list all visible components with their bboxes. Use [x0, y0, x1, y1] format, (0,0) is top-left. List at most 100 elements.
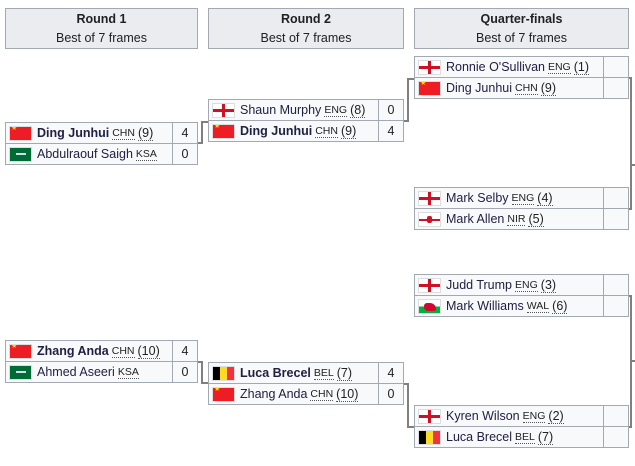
country-code[interactable]: CHN — [112, 126, 135, 140]
player-name-link[interactable]: Luca Brecel — [240, 366, 311, 380]
seed[interactable]: (2) — [548, 408, 564, 424]
eng-flag-icon — [418, 277, 441, 293]
country-code[interactable]: ENG — [324, 103, 348, 117]
bracket-connector — [630, 360, 635, 362]
country-code[interactable]: CHN — [111, 344, 135, 358]
seed[interactable]: (6) — [552, 298, 568, 314]
player-name-link[interactable]: Zhang Anda — [37, 344, 109, 358]
bracket-connector — [201, 382, 208, 384]
player-name-link[interactable]: Zhang Anda — [240, 387, 308, 401]
player-name-link[interactable]: Mark Williams — [446, 299, 524, 313]
ksa-flag-icon — [9, 146, 32, 162]
player-name-link[interactable]: Ahmed Aseeri — [37, 365, 115, 379]
seed[interactable]: (9) — [137, 125, 154, 141]
country-code[interactable]: NIR — [507, 212, 526, 226]
country-code[interactable]: ENG — [522, 409, 546, 423]
bracket-connector — [629, 426, 632, 428]
round-title: Round 1 — [76, 12, 127, 26]
bracket-connector — [404, 120, 408, 122]
player-name-link[interactable]: Abdulraouf Saigh — [37, 147, 133, 161]
player-name-link[interactable]: Luca Brecel — [446, 430, 513, 444]
seed[interactable]: (5) — [528, 211, 544, 227]
bracket-connector — [407, 78, 409, 122]
eng-flag-icon — [418, 190, 441, 206]
country-code[interactable]: ENG — [511, 191, 535, 205]
bracket-connector — [404, 383, 408, 385]
seed[interactable]: (7) — [336, 365, 353, 381]
score-cell: 4 — [181, 344, 189, 358]
chn-flag-icon — [418, 80, 441, 96]
seed[interactable]: (8) — [350, 102, 366, 118]
bracket-connector — [630, 164, 635, 166]
country-code[interactable]: KSA — [117, 365, 139, 379]
bracket-connector — [407, 426, 414, 428]
seed[interactable]: (1) — [573, 59, 590, 75]
country-code[interactable]: BEL — [515, 430, 535, 444]
player-name-link[interactable]: Judd Trump — [446, 278, 513, 292]
score-cell: 0 — [387, 103, 395, 117]
bracket-connector — [407, 383, 409, 427]
seed[interactable]: (10) — [137, 343, 160, 359]
seed[interactable]: (10) — [336, 386, 359, 402]
player-name-link[interactable]: Kyren Wilson — [446, 409, 520, 423]
country-code[interactable]: KSA — [135, 147, 157, 161]
country-code[interactable]: ENG — [547, 60, 571, 74]
country-code[interactable]: WAL — [526, 299, 550, 313]
country-code[interactable]: CHN — [515, 81, 538, 95]
bracket-connector — [201, 121, 203, 144]
player-name-link[interactable]: Mark Allen — [446, 212, 505, 226]
player-name-link[interactable]: Ronnie O'Sullivan — [446, 60, 545, 74]
score-cell: 0 — [387, 387, 395, 401]
player-name-link[interactable]: Ding Junhui — [37, 126, 110, 140]
chn-flag-icon — [9, 125, 32, 141]
country-code[interactable]: BEL — [313, 366, 334, 380]
bracket-connector — [201, 361, 203, 384]
score-cell: 0 — [181, 147, 189, 161]
player-name-link[interactable]: Ding Junhui — [446, 81, 513, 95]
seed[interactable]: (7) — [537, 429, 554, 445]
seed[interactable]: (3) — [540, 277, 557, 293]
round-format: Best of 7 frames — [55, 31, 147, 45]
seed[interactable]: (9) — [540, 80, 557, 96]
seed[interactable]: (4) — [537, 190, 553, 206]
player-name-link[interactable]: Shaun Murphy — [240, 103, 322, 117]
country-code[interactable]: ENG — [515, 278, 538, 292]
bracket-connector — [630, 77, 632, 209]
seed[interactable]: (9) — [340, 123, 357, 139]
bracket-connector — [407, 78, 414, 80]
player-name-link[interactable]: Ding Junhui — [240, 124, 313, 138]
bel-flag-icon — [212, 365, 235, 381]
eng-flag-icon — [212, 102, 235, 118]
chn-flag-icon — [9, 343, 32, 359]
bel-flag-icon — [418, 429, 441, 445]
country-code[interactable]: CHN — [310, 387, 334, 401]
country-code[interactable]: CHN — [315, 124, 338, 138]
round-1-header: Round 1 Best of 7 frames — [5, 8, 198, 49]
score-cell: 4 — [387, 366, 395, 380]
bracket-connector — [629, 208, 632, 210]
player-name-link[interactable]: Mark Selby — [446, 191, 509, 205]
round-title: Round 2 — [281, 12, 331, 26]
